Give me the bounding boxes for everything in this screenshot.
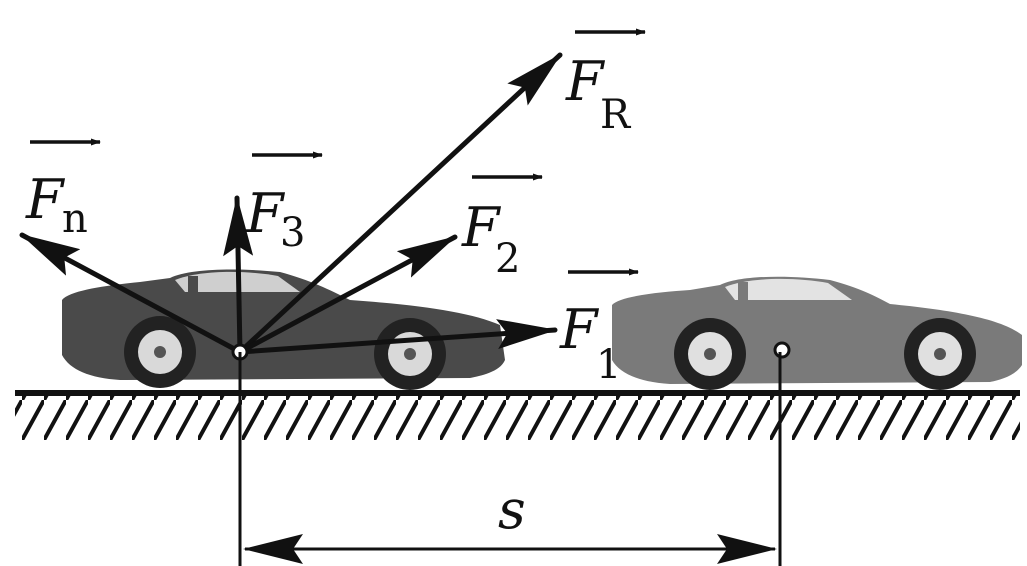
ground bbox=[15, 390, 1020, 440]
label-F1-subscript: 1 bbox=[596, 342, 621, 388]
vector-F1 bbox=[237, 319, 558, 355]
vector-F3 bbox=[223, 195, 254, 355]
ground-hatching bbox=[15, 396, 1020, 440]
label-Fn-symbol: F bbox=[25, 168, 66, 231]
car-end bbox=[612, 276, 1022, 390]
label-FR: F R bbox=[565, 28, 646, 138]
displacement-label: s bbox=[498, 478, 526, 541]
label-F2-subscript: 2 bbox=[495, 236, 520, 282]
displacement-dimension: s bbox=[238, 352, 782, 566]
label-F3: F 3 bbox=[245, 151, 323, 256]
vector-F2 bbox=[237, 234, 458, 355]
label-Fn: F n bbox=[25, 138, 101, 242]
wheel bbox=[674, 318, 746, 390]
label-F3-symbol: F bbox=[245, 182, 286, 245]
label-Fn-subscript: n bbox=[62, 196, 88, 242]
label-F3-subscript: 3 bbox=[280, 210, 305, 256]
label-F1: F 1 bbox=[559, 268, 639, 388]
label-F1-symbol: F bbox=[559, 298, 600, 361]
car-window bbox=[725, 278, 852, 300]
vector-FR bbox=[237, 52, 563, 355]
force-vectors bbox=[19, 52, 563, 361]
wheel bbox=[904, 318, 976, 390]
car-start bbox=[62, 269, 505, 390]
label-FR-symbol: F bbox=[565, 50, 606, 113]
end-point bbox=[773, 341, 791, 359]
label-F2: F 2 bbox=[461, 173, 543, 282]
wheel bbox=[374, 318, 446, 390]
label-FR-subscript: R bbox=[600, 92, 632, 138]
label-F2-symbol: F bbox=[461, 196, 502, 259]
wheel bbox=[124, 316, 196, 388]
vector-Fn bbox=[19, 232, 243, 355]
